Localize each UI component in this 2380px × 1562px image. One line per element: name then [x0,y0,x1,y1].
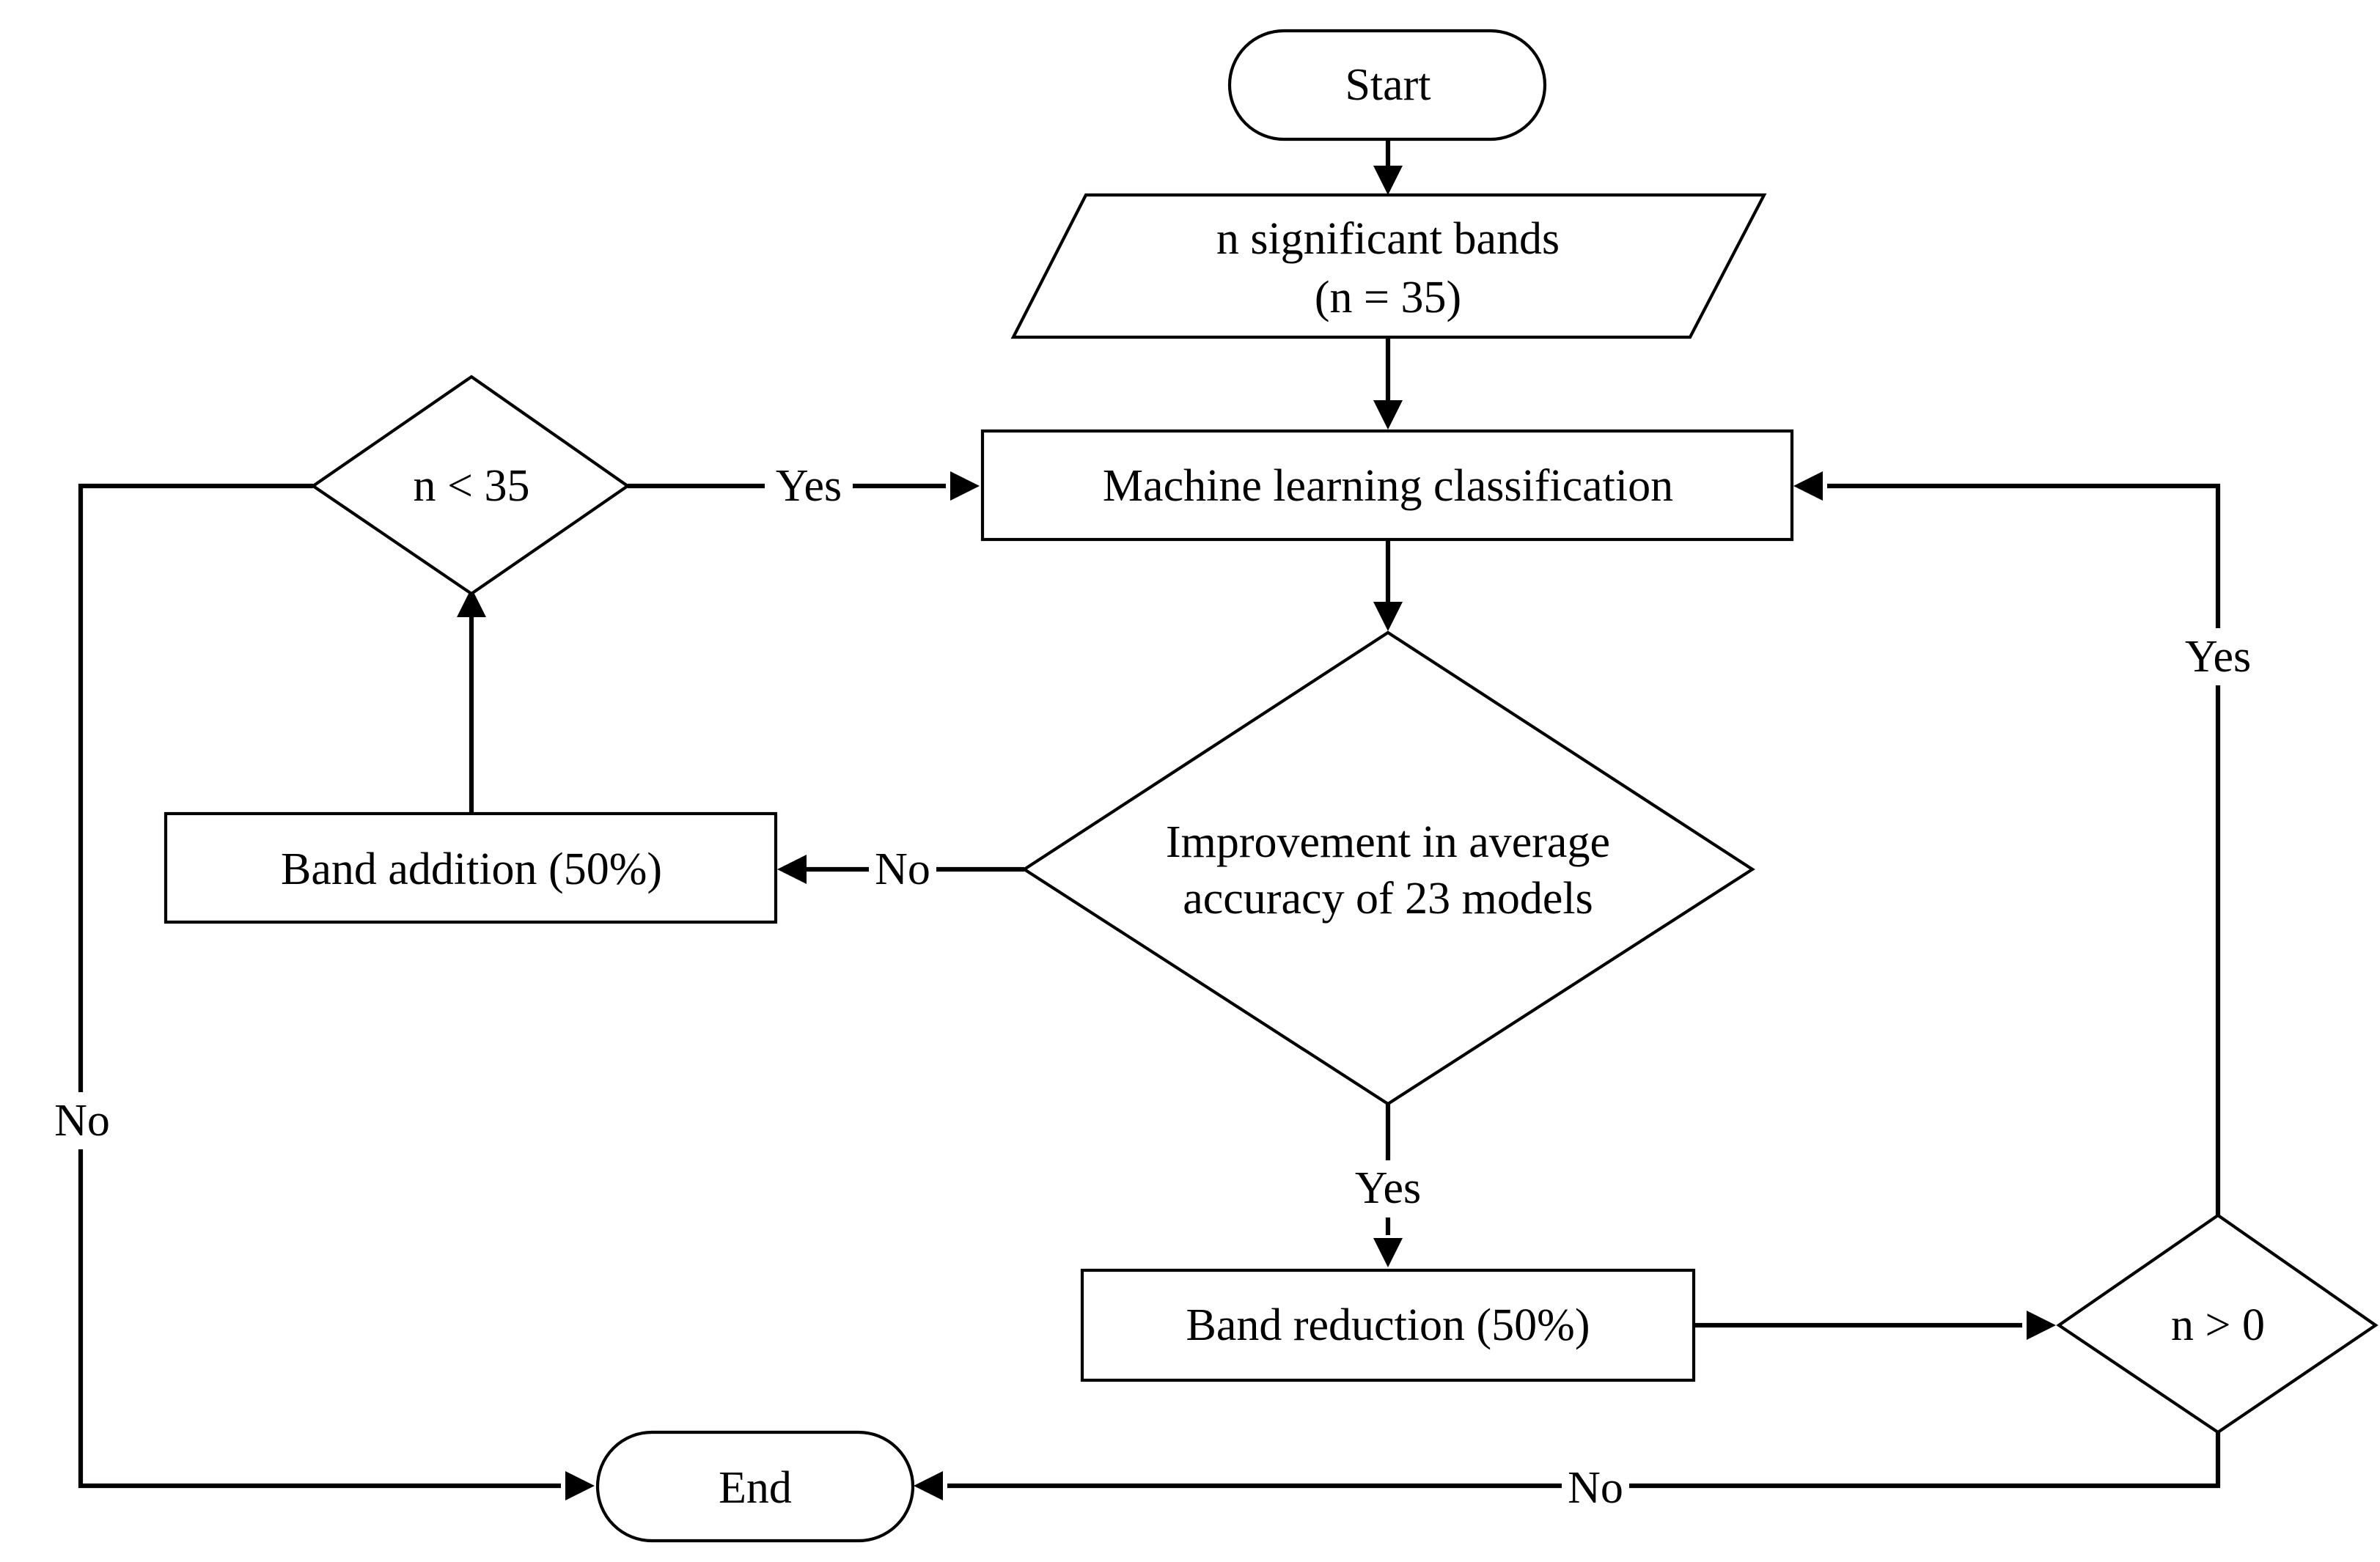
arrowhead-classification-top [1373,400,1403,430]
input-bands-label-line2: (n = 35) [1315,273,1461,323]
start-label: Start [1345,60,1430,110]
input-bands-node: n significant bands (n = 35) [1010,193,1767,339]
n-greater-0-node: n > 0 [2056,1213,2379,1434]
label-n-less-35-yes: Yes [776,461,842,511]
end-node: End [595,1430,915,1543]
n-less-35-diamond [310,375,631,596]
input-bands-label-line1: n significant bands [1216,214,1560,264]
arrowhead-band-reduction [1373,1238,1403,1267]
label-improvement-yes: Yes [1355,1163,1421,1213]
n-less-35-node: n < 35 [310,375,631,596]
end-terminal [595,1430,915,1543]
branch-labels: Yes No No Yes Yes No [45,460,2262,1513]
band-reduction-box [1080,1268,1696,1382]
band-addition-box [164,811,778,924]
connector-n-greater-0-to-end [947,1432,2221,1489]
arrowhead-n-greater-0 [2027,1311,2056,1340]
arrowhead-input [1373,166,1403,195]
end-label: End [719,1463,792,1513]
start-node: Start [1227,29,1547,141]
connector-n-less-35-to-end [78,483,561,1489]
band-reduction-label: Band reduction (50%) [1186,1300,1590,1350]
improvement-label-line2: accuracy of 23 models [1183,874,1593,924]
improvement-diamond [1021,630,1755,1106]
connector-n-greater-0-to-classification [1827,483,2221,1215]
arrowhead-band-addition [777,855,807,884]
classification-label: Machine learning classification [1103,461,1673,511]
arrowhead-classification-right [1793,471,1823,501]
label-n-greater-0-yes: Yes [2185,632,2251,682]
band-addition-label: Band addition (50%) [281,844,662,894]
n-greater-0-diamond [2056,1213,2379,1434]
arrowhead-end-left [565,1471,595,1500]
input-parallelogram [1010,193,1767,339]
label-n-less-35-no: No [54,1096,110,1146]
improvement-node: Improvement in average accuracy of 23 mo… [1021,630,1755,1106]
band-addition-node: Band addition (50%) [164,811,778,924]
label-n-greater-0-no: No [1568,1463,1623,1513]
start-terminal [1227,29,1547,141]
arrowhead-end-right [914,1471,943,1500]
arrowhead-classification-left [950,471,980,501]
band-reduction-node: Band reduction (50%) [1080,1268,1696,1382]
classification-node: Machine learning classification [980,429,1794,542]
label-improvement-no: No [875,844,930,894]
improvement-label-line1: Improvement in average [1166,817,1610,867]
n-greater-0-label: n > 0 [2171,1300,2265,1350]
arrowhead-improvement [1373,602,1403,631]
arrowheads [457,166,2056,1500]
arrowhead-n-less-35 [457,588,486,617]
classification-box [980,429,1794,542]
n-less-35-label: n < 35 [414,461,530,511]
